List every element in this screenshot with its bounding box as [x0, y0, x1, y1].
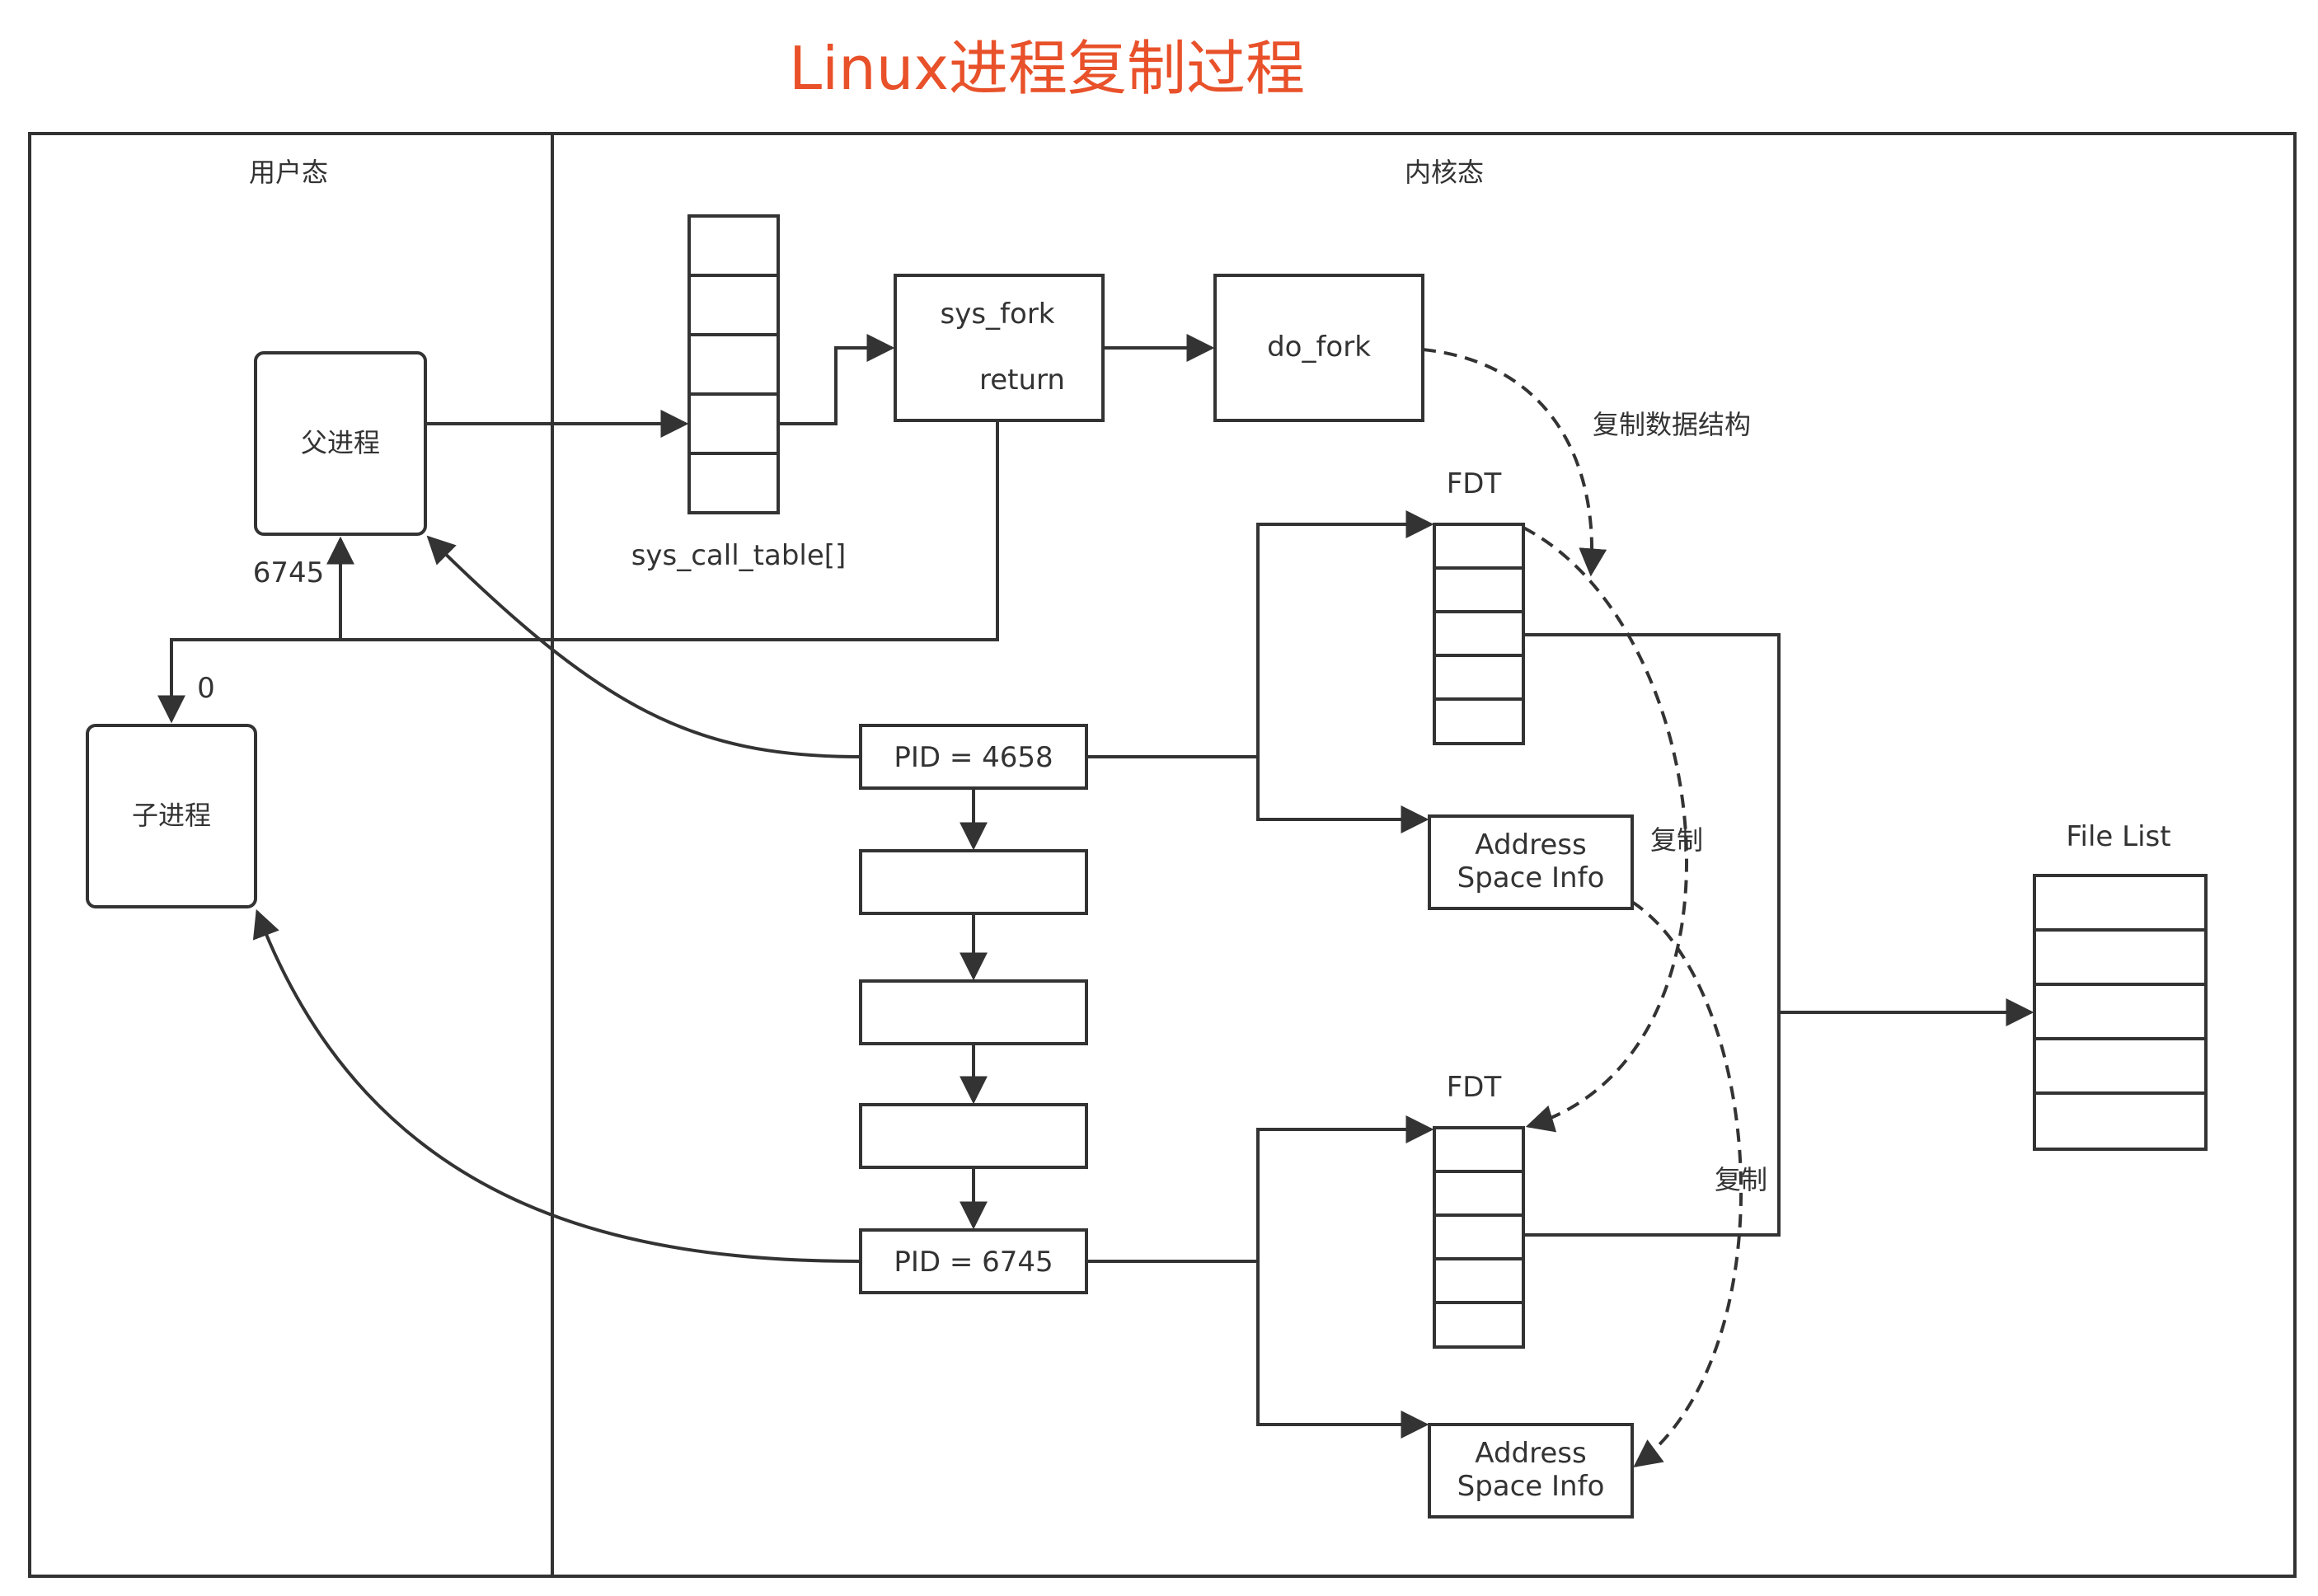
edge-copy-asi: [1631, 900, 1743, 1468]
file-list-label: File List: [2066, 820, 2170, 853]
sys-call-table: [687, 214, 780, 514]
sys-call-table-label: sys_call_table[]: [631, 539, 847, 572]
asi-bottom-box: [1428, 1423, 1634, 1519]
edge-fdt-top-to-files: [1523, 633, 1781, 1012]
do-fork-label: do_fork: [1267, 331, 1371, 364]
child-process-box: [86, 724, 257, 908]
asi-top-box: [1428, 814, 1634, 910]
edge-pid-parent-to-asi: [1256, 757, 1429, 833]
parent-process-label: 父进程: [301, 427, 380, 458]
copy-data-structures-label: 复制数据结构: [1593, 409, 1751, 440]
region-kernel-label: 内核态: [1405, 157, 1484, 188]
edge-pid-child-to-asi: [1256, 1261, 1429, 1439]
asi-top-line1: Address: [1475, 829, 1586, 861]
edge-pid-child-to-child: [252, 908, 861, 1263]
child-return-value: 0: [197, 672, 215, 705]
child-process-label: 子进程: [132, 800, 211, 831]
task-node-3: [859, 1103, 1088, 1169]
sys-fork-return-label: return: [979, 364, 1065, 397]
pid-child-label: PID = 6745: [894, 1246, 1053, 1279]
sys-fork-label: sys_fork: [941, 298, 1055, 331]
fdt-bottom-table: [1433, 1126, 1525, 1349]
fdt-top-table: [1433, 523, 1525, 745]
task-node-2: [859, 979, 1088, 1045]
parent-return-value: 6745: [253, 556, 325, 589]
edge-copy-fdt: [1523, 526, 1688, 1133]
edge-syscall-to-sys-fork: [778, 334, 895, 425]
edge-copy-data-structures: [1422, 348, 1607, 577]
asi-top-line2: Space Info: [1457, 861, 1605, 894]
task-node-1: [859, 849, 1088, 915]
asi-bottom-line1: Address: [1475, 1437, 1586, 1470]
do-fork-box: [1213, 274, 1424, 422]
copy-asi-label: 复制: [1715, 1164, 1767, 1195]
edge-return-to-child: [157, 638, 340, 724]
diagram-title: Linux进程复制过程: [789, 34, 1305, 103]
edge-pid-child-to-fdt: [1086, 1115, 1434, 1263]
edge-fdt-bottom-to-files: [1523, 1012, 1781, 1237]
edge-pid-parent-to-parent: [426, 535, 861, 758]
fdt-bottom-label: FDT: [1447, 1071, 1502, 1104]
parent-process-box: [254, 351, 427, 536]
outer-frame: [28, 132, 2297, 1578]
asi-bottom-line2: Space Info: [1457, 1470, 1605, 1503]
pid-parent-label: PID = 4658: [894, 741, 1053, 774]
edge-return-to-parent: [326, 420, 999, 641]
region-user-label: 用户态: [249, 157, 328, 188]
fdt-top-label: FDT: [1447, 467, 1502, 500]
edge-pid-parent-to-fdt: [1086, 510, 1434, 758]
copy-fdt-label: 复制: [1650, 824, 1703, 856]
sys-fork-box: [894, 274, 1105, 422]
file-list-table: [2033, 874, 2208, 1151]
